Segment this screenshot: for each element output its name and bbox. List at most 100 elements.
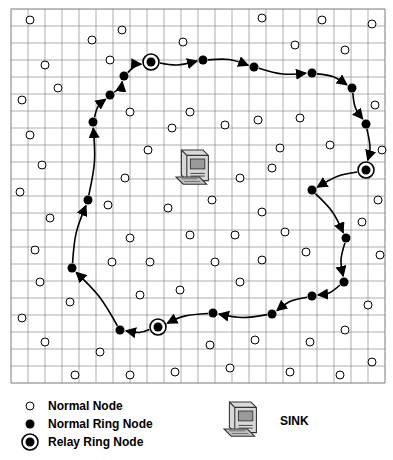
- normal-node: [341, 326, 349, 334]
- normal-node: [251, 336, 259, 344]
- grid-line: [11, 60, 385, 61]
- ring-arrow: [259, 68, 306, 74]
- normal-node: [126, 234, 134, 242]
- grid-line: [11, 298, 385, 299]
- ring-arrow: [317, 172, 357, 187]
- normal-node: [18, 96, 26, 104]
- ring-arrow: [126, 330, 149, 333]
- normal-node: [376, 251, 384, 259]
- grid-line: [11, 349, 385, 350]
- normal-node: [221, 121, 229, 129]
- grid-line: [11, 43, 385, 44]
- normal-node: [208, 196, 216, 204]
- normal-node: [108, 258, 116, 266]
- normal-node: [88, 36, 96, 44]
- normal-node: [164, 204, 172, 212]
- normal-node: [41, 338, 49, 346]
- relay-ring: [143, 54, 159, 70]
- grid-line: [11, 230, 385, 231]
- normal-node: [211, 258, 219, 266]
- ring-arrow: [73, 206, 86, 263]
- ring-node: [84, 196, 93, 205]
- normal-node: [286, 368, 294, 376]
- ring-node: [348, 84, 357, 93]
- ring-arrow: [95, 99, 106, 117]
- normal-node: [368, 20, 376, 28]
- ring-node: [250, 63, 259, 72]
- grid-line: [11, 383, 385, 384]
- normal-node: [254, 116, 262, 124]
- ring-arrow: [353, 93, 363, 119]
- normal-node: [236, 174, 244, 182]
- relay-ring: [150, 319, 166, 335]
- legend-label: SINK: [280, 414, 309, 428]
- legend-label: Relay Ring Node: [48, 435, 143, 449]
- grid-line: [11, 111, 385, 112]
- normal-node: [231, 231, 239, 239]
- normal-node: [326, 141, 334, 149]
- legend-ring-node: [26, 420, 35, 429]
- normal-node: [66, 298, 74, 306]
- ring-node: [308, 186, 317, 195]
- legend-relay-node: [26, 438, 35, 447]
- grid-line: [11, 264, 385, 265]
- ring-node: [308, 69, 317, 78]
- normal-node: [368, 358, 376, 366]
- relay-ring: [358, 162, 374, 178]
- ring-arrow: [341, 243, 345, 276]
- normal-node: [226, 364, 234, 372]
- grid-line: [11, 77, 385, 78]
- ring-node: [362, 166, 371, 175]
- normal-node: [276, 144, 284, 152]
- grid: [11, 9, 385, 383]
- normal-node: [16, 188, 24, 196]
- ring-arrow: [367, 129, 370, 160]
- grid-line: [11, 128, 385, 129]
- ring-node: [199, 56, 208, 65]
- normal-node: [186, 231, 194, 239]
- legend-label: Normal Node: [48, 399, 123, 413]
- sink-symbol: [176, 150, 208, 184]
- normal-node: [341, 46, 349, 54]
- sensor-nodes: [16, 14, 386, 379]
- ring-route: [73, 59, 370, 332]
- normal-node: [236, 278, 244, 286]
- ring-node: [120, 72, 129, 81]
- ring-arrow: [318, 285, 340, 295]
- sink-icon: [176, 150, 208, 184]
- grid-line: [11, 94, 385, 95]
- legend-normal-node: [26, 402, 34, 410]
- normal-node: [18, 314, 26, 322]
- ring-node: [268, 310, 277, 319]
- grid-line: [11, 196, 385, 197]
- ring-node: [116, 326, 125, 335]
- normal-node: [176, 286, 184, 294]
- ring-node: [147, 58, 156, 67]
- normal-node: [318, 16, 326, 24]
- ring-arrow: [89, 128, 95, 195]
- normal-node: [121, 174, 129, 182]
- normal-node: [54, 84, 62, 92]
- ring-node: [340, 278, 349, 287]
- normal-node: [206, 341, 214, 349]
- normal-node: [291, 41, 299, 49]
- normal-node: [118, 26, 126, 34]
- normal-node: [104, 201, 112, 209]
- normal-node: [106, 56, 114, 64]
- legend-label: Normal Ring Node: [48, 417, 153, 431]
- ring-arrow: [167, 314, 208, 324]
- grid-line: [11, 26, 385, 27]
- ring-node: [342, 234, 351, 243]
- ring-arrow: [219, 314, 267, 318]
- sink-symbol: [224, 402, 256, 436]
- normal-node: [281, 228, 289, 236]
- ring-arrow: [160, 61, 197, 65]
- normal-node: [168, 124, 176, 132]
- normal-node: [126, 371, 134, 379]
- ring-node: [362, 120, 371, 129]
- grid-line: [11, 247, 385, 248]
- normal-node: [302, 248, 310, 256]
- ring-arrow: [114, 82, 122, 92]
